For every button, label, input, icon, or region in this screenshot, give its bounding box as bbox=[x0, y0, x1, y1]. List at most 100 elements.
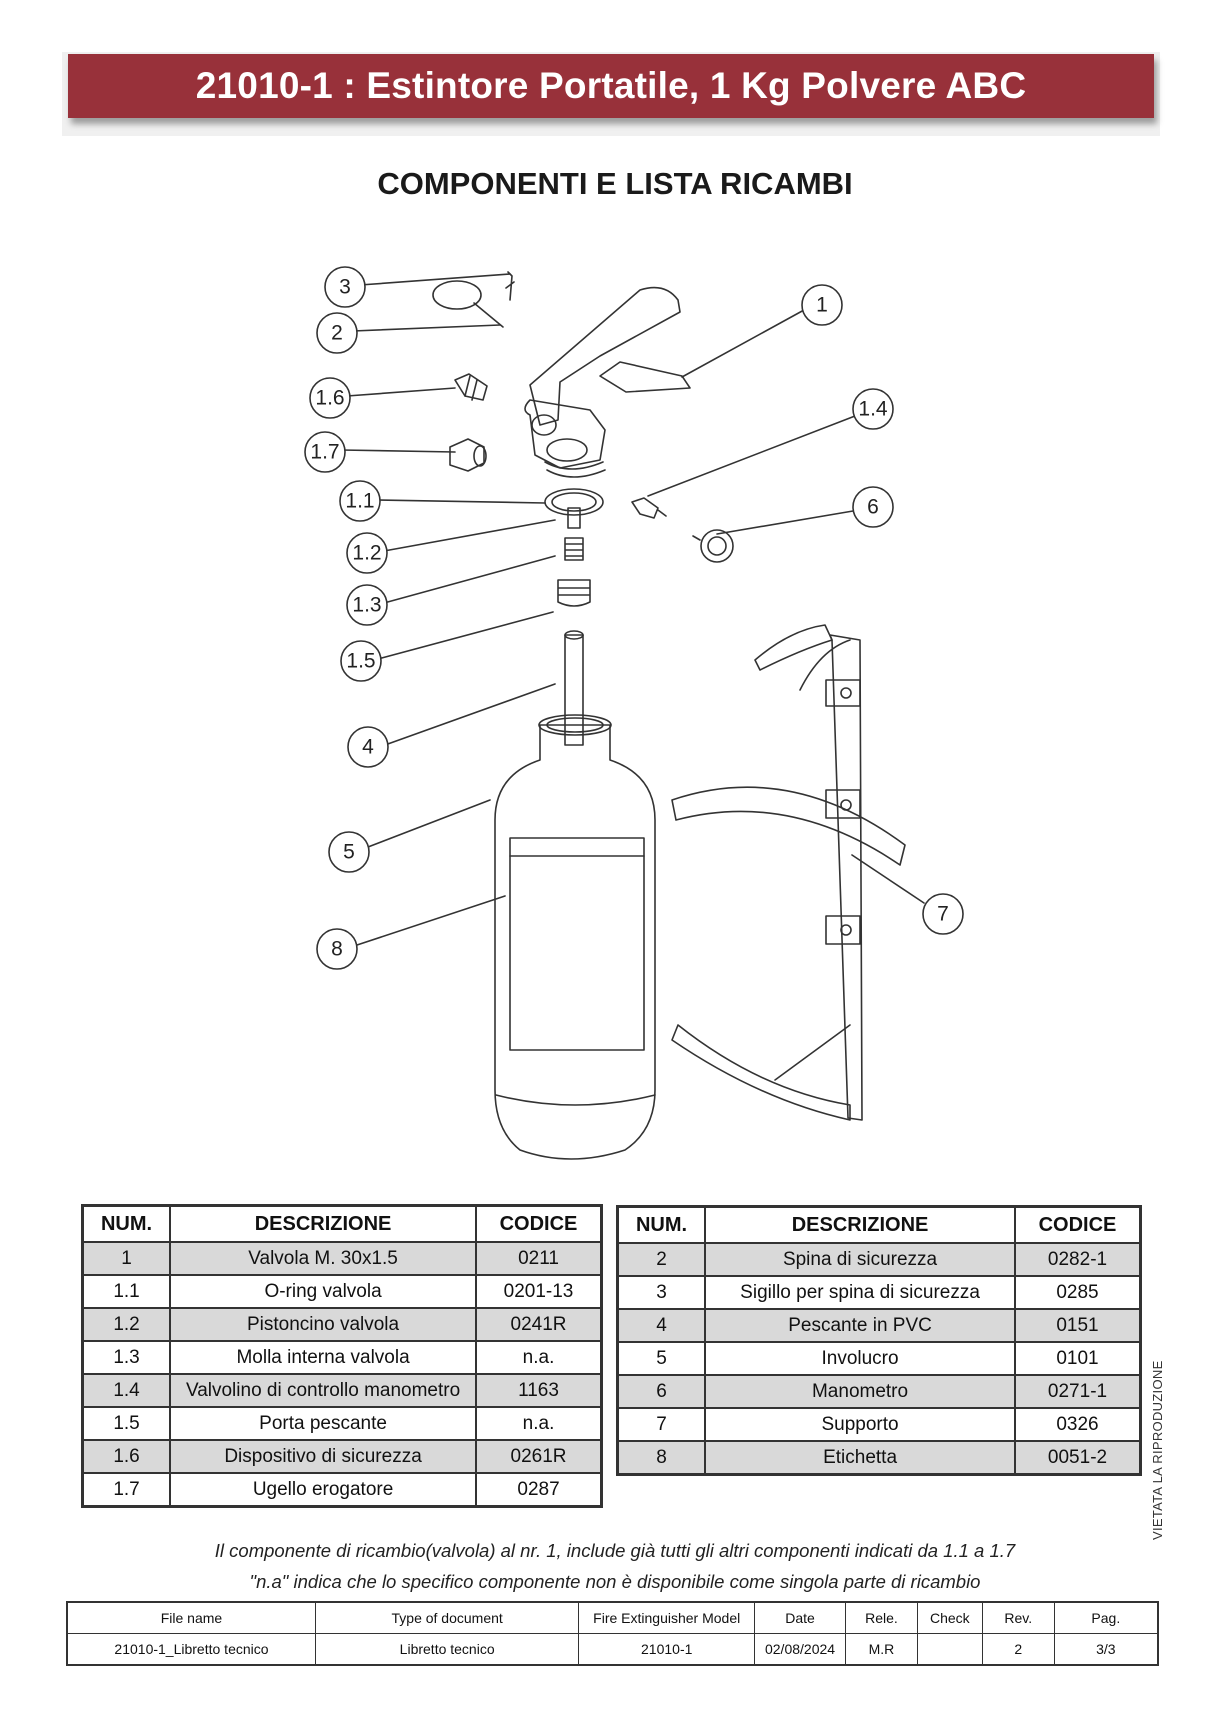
footer-header-row: File name Type of document Fire Extingui… bbox=[66, 1601, 1159, 1634]
column-header: DESCRIZIONE bbox=[704, 1205, 1017, 1244]
callout-circle-5 bbox=[328, 831, 370, 873]
bracket-base bbox=[671, 1024, 851, 1121]
column-header: CODICE bbox=[1014, 1205, 1142, 1244]
cell-num: 4 bbox=[616, 1308, 707, 1343]
spring-part bbox=[557, 579, 591, 607]
leader-1-5 bbox=[377, 611, 554, 660]
cell-description: Etichetta bbox=[704, 1440, 1017, 1476]
footer-label-file-name: File name bbox=[66, 1601, 316, 1634]
leader-8 bbox=[356, 895, 506, 946]
table-row: 3 Sigillo per spina di sicurezza 0285 bbox=[616, 1275, 1142, 1310]
callout-1: 1 bbox=[816, 294, 828, 317]
label-part bbox=[509, 837, 645, 1051]
valve-handle bbox=[599, 361, 691, 393]
valve-lever bbox=[529, 286, 681, 426]
footer-label-page: Pag. bbox=[1053, 1601, 1159, 1634]
table-row: 4 Pescante in PVC 0151 bbox=[616, 1308, 1142, 1343]
leader-1 bbox=[681, 309, 805, 378]
seal-part bbox=[505, 271, 515, 301]
footer-file-name: 21010-1_Libretto tecnico bbox=[66, 1633, 316, 1666]
cell-num: 2 bbox=[616, 1242, 707, 1277]
leader-3 bbox=[359, 273, 511, 286]
footer-label-rele: Rele. bbox=[845, 1601, 918, 1634]
table-row: 1.1 O-ring valvola 0201-13 bbox=[81, 1274, 603, 1309]
table-row: 1.2 Pistoncino valvola 0241R bbox=[81, 1307, 603, 1342]
cell-description: Involucro bbox=[704, 1341, 1017, 1376]
check-valve-part bbox=[631, 497, 667, 519]
cell-code: 0285 bbox=[1014, 1275, 1142, 1310]
cell-code: 0326 bbox=[1014, 1407, 1142, 1442]
safety-device-part bbox=[454, 373, 488, 401]
callout-4: 4 bbox=[362, 736, 374, 759]
cell-code: 0151 bbox=[1014, 1308, 1142, 1343]
callout-circle-3 bbox=[324, 266, 366, 308]
callout-1-7: 1.7 bbox=[310, 441, 339, 464]
footer-value-row: 21010-1_Libretto tecnico Libretto tecnic… bbox=[66, 1633, 1159, 1666]
callout-circle-1-4 bbox=[852, 388, 894, 430]
cell-code: 0241R bbox=[475, 1307, 603, 1342]
pin-ring bbox=[432, 280, 482, 310]
cell-description: Sigillo per spina di sicurezza bbox=[704, 1275, 1017, 1310]
footer-label-rev: Rev. bbox=[981, 1601, 1055, 1634]
note-not-available: "n.a" indica che lo specifico componente… bbox=[249, 1571, 981, 1592]
dip-tube bbox=[564, 634, 584, 746]
leader-4 bbox=[384, 683, 556, 746]
cell-code: 0282-1 bbox=[1014, 1242, 1142, 1277]
cell-code: 0101 bbox=[1014, 1341, 1142, 1376]
table-row: 1.7 Ugello erogatore 0287 bbox=[81, 1472, 603, 1508]
cell-num: 3 bbox=[616, 1275, 707, 1310]
manometer-part bbox=[700, 529, 734, 563]
cell-description: Pescante in PVC bbox=[704, 1308, 1017, 1343]
cell-code: 0261R bbox=[475, 1439, 603, 1474]
callout-1-5: 1.5 bbox=[346, 650, 375, 673]
callout-circle-7 bbox=[922, 893, 964, 935]
callout-circle-8 bbox=[316, 928, 358, 970]
cell-num: 1.5 bbox=[81, 1406, 172, 1441]
cell-num: 1.3 bbox=[81, 1340, 172, 1375]
cell-description: Molla interna valvola bbox=[169, 1340, 478, 1375]
leader-1-4 bbox=[647, 415, 856, 497]
callout-circle-1-6 bbox=[309, 377, 351, 419]
callout-3: 3 bbox=[339, 276, 351, 299]
cell-num: 1.2 bbox=[81, 1307, 172, 1342]
callout-circle-1-2 bbox=[346, 532, 388, 574]
footer-label-model: Fire Extinguisher Model bbox=[578, 1601, 756, 1634]
parts-table-right: NUM. DESCRIZIONE CODICE 2 Spina di sicur… bbox=[616, 1205, 1142, 1476]
callout-circle-1-7 bbox=[304, 431, 346, 473]
callout-circle-6 bbox=[852, 486, 894, 528]
callout-circle-1-1 bbox=[339, 480, 381, 522]
cylinder-body bbox=[494, 724, 656, 1160]
column-header: NUM. bbox=[616, 1205, 707, 1244]
callout-1-6: 1.6 bbox=[315, 387, 344, 410]
cell-code: 0201-13 bbox=[475, 1274, 603, 1309]
footer-label-type: Type of document bbox=[314, 1601, 580, 1634]
table-row: 6 Manometro 0271-1 bbox=[616, 1374, 1142, 1409]
cell-code: 0051-2 bbox=[1014, 1440, 1142, 1476]
callout-5: 5 bbox=[343, 841, 355, 864]
table-row: 1.4 Valvolino di controllo manometro 116… bbox=[81, 1373, 603, 1408]
footer-check bbox=[916, 1633, 983, 1666]
cell-code: n.a. bbox=[475, 1406, 603, 1441]
bracket-upright bbox=[829, 634, 863, 1121]
footer-date: 02/08/2024 bbox=[754, 1633, 846, 1666]
cell-description: Supporto bbox=[704, 1407, 1017, 1442]
callout-8: 8 bbox=[331, 938, 343, 961]
footer-rev: 2 bbox=[981, 1633, 1055, 1666]
leader-1-3 bbox=[383, 555, 556, 604]
table-row: 1.3 Molla interna valvola n.a. bbox=[81, 1340, 603, 1375]
note-spare-part: Il componente di ricambio(valvola) al nr… bbox=[214, 1540, 1016, 1561]
footer-type: Libretto tecnico bbox=[314, 1633, 580, 1666]
callout-circle-4 bbox=[347, 726, 389, 768]
footer-rele: M.R bbox=[845, 1633, 918, 1666]
callout-6: 6 bbox=[867, 496, 879, 519]
cell-description: Valvola M. 30x1.5 bbox=[169, 1241, 478, 1276]
cell-code: 0211 bbox=[475, 1241, 603, 1276]
copyright-vertical-text: VIETATA LA RIPRODUZIONE bbox=[1150, 1360, 1165, 1540]
leader-1-6 bbox=[346, 387, 456, 397]
leader-7 bbox=[851, 854, 925, 904]
table-row: 5 Involucro 0101 bbox=[616, 1341, 1142, 1376]
footer-label-date: Date bbox=[754, 1601, 846, 1634]
table-row: 7 Supporto 0326 bbox=[616, 1407, 1142, 1442]
cell-num: 6 bbox=[616, 1374, 707, 1409]
